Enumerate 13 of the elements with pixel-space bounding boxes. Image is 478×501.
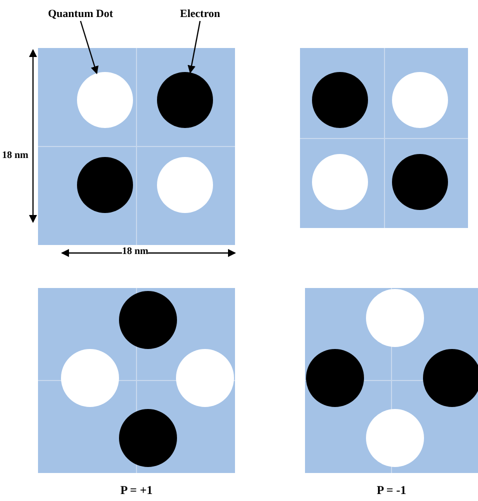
leader-arrow xyxy=(80,20,98,74)
polarization-label: P = +1 xyxy=(120,483,153,498)
dimension-label: 18 nm xyxy=(122,246,148,257)
dimension-label: 18 nm xyxy=(2,150,28,161)
callout-label: Electron xyxy=(180,8,220,20)
qca-cell xyxy=(38,288,235,473)
polarization-label: P = -1 xyxy=(376,483,406,498)
qca-cell xyxy=(305,288,478,473)
quantum-dot xyxy=(423,349,478,407)
qca-cell xyxy=(300,48,468,228)
callout-label: Quantum Dot xyxy=(48,8,114,20)
qca-cell xyxy=(38,48,235,245)
leader-arrow xyxy=(188,20,201,74)
